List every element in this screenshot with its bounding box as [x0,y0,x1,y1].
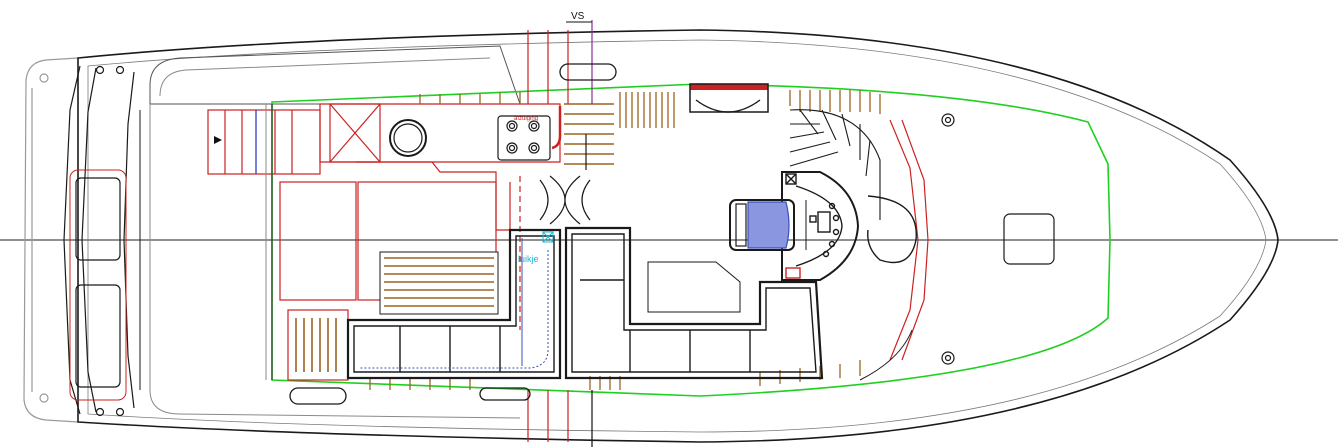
settee [346,228,562,380]
transom [63,65,135,417]
hull-outline [77,29,1279,443]
teak-strips-aft-top [564,103,614,165]
hatch-label: luikje [518,254,539,264]
station-label: VS [571,11,585,22]
foredeck [941,113,1055,365]
interior-walls [279,30,929,442]
station-mark-vs [566,20,593,447]
teak-strips-top-vertical [419,90,881,128]
hull-inner-line [87,39,1267,433]
helm-seat [729,199,807,251]
companionway [539,134,591,225]
helm-console [781,171,917,281]
curved-stairs [789,109,881,220]
side-decks [265,104,913,381]
dinette [564,226,824,380]
boarding-steps [207,109,321,175]
galley-sink-label: afzuiging [514,116,538,122]
teak-table [379,251,499,315]
teak-strips-bottom [369,360,861,390]
swim-platform [23,57,79,423]
galley [319,103,562,163]
cockpit [139,45,521,419]
windscreen [689,83,769,113]
teak-strips-aft-locker [295,318,337,372]
hatch-marker [542,231,554,243]
deck-hardware [289,63,617,405]
deck-line [271,83,1111,397]
